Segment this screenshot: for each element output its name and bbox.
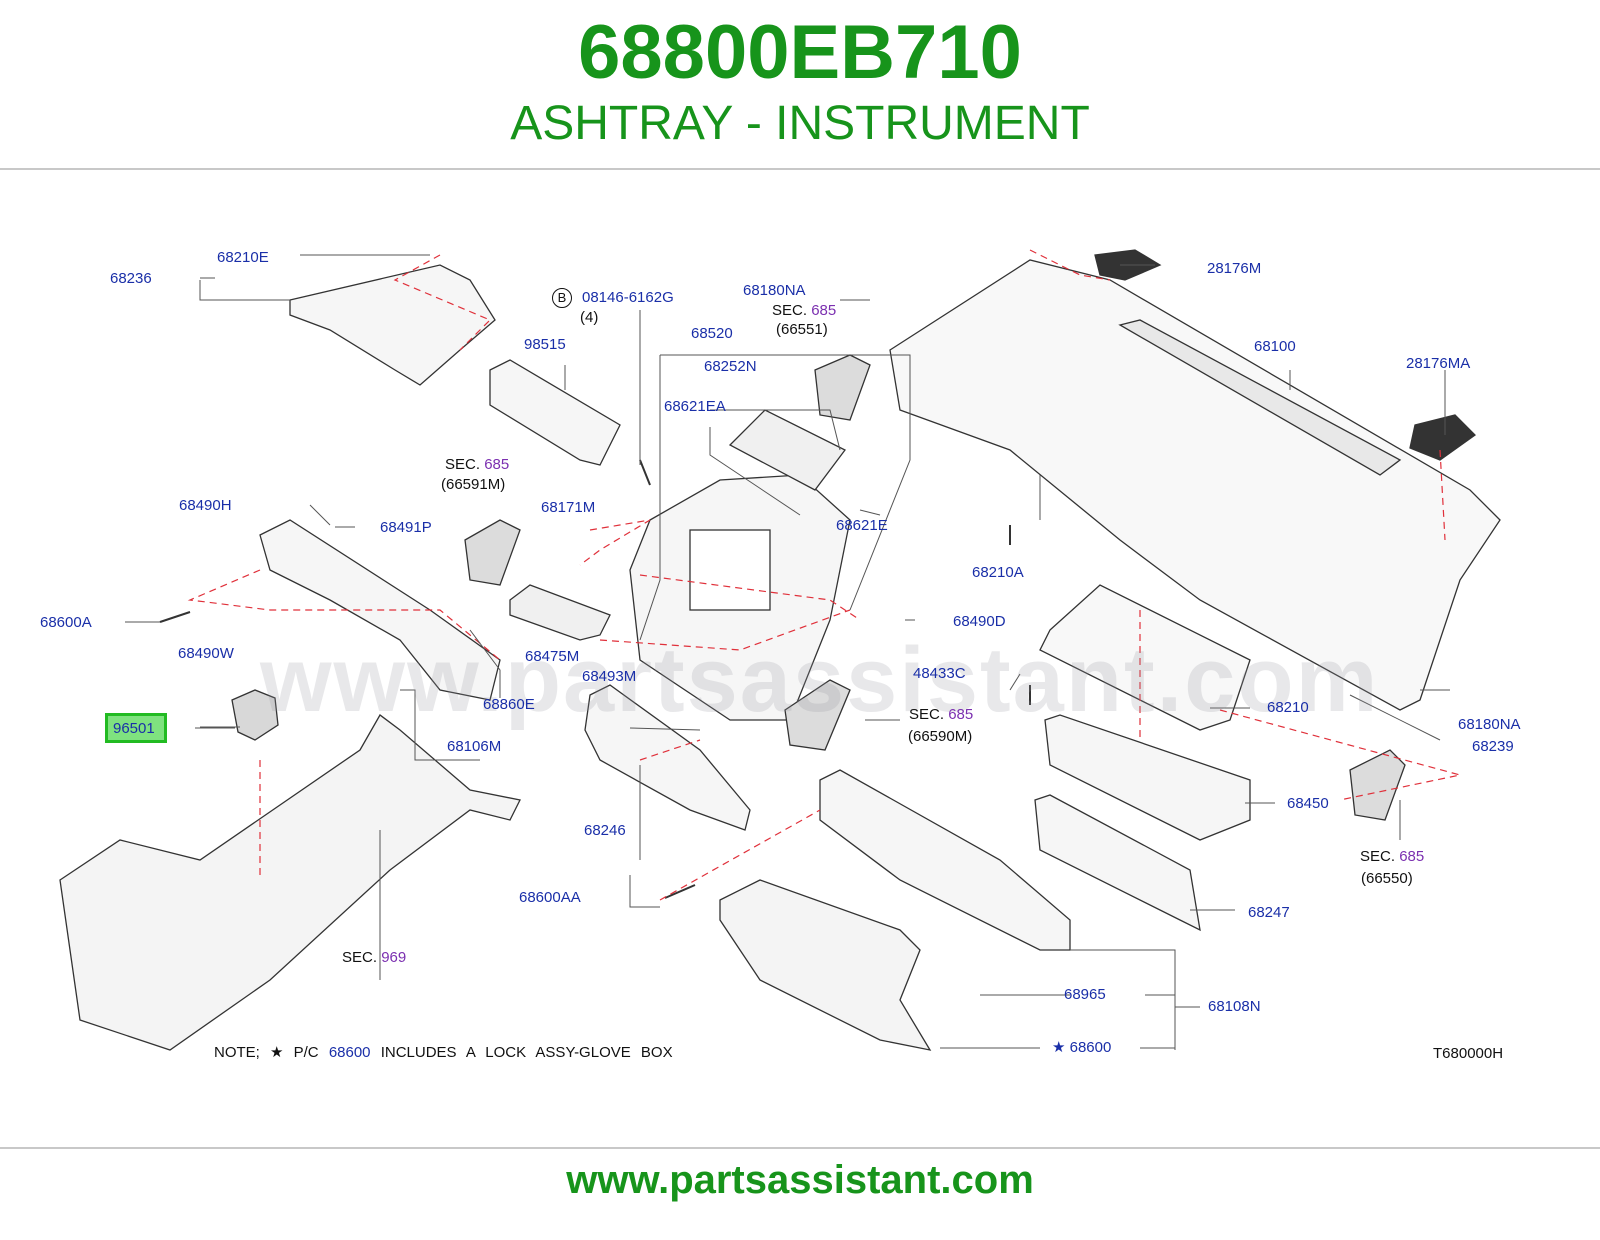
center-screen [689, 529, 771, 611]
sec-word: SEC. [1360, 848, 1396, 865]
sec-num-66550[interactable]: 685 [1399, 848, 1425, 865]
ashtray-96501-shape [231, 689, 279, 741]
label-68210E[interactable]: 68210E [217, 249, 269, 266]
sec-code-66591M: (66591M) [441, 476, 506, 493]
footer-divider [0, 1147, 1600, 1149]
label-68490D[interactable]: 68490D [953, 613, 1006, 630]
sec-66550: SEC. 685 [1360, 848, 1424, 866]
label-68600AA[interactable]: 68600AA [519, 889, 581, 906]
label-68621EA[interactable]: 68621EA [664, 398, 726, 415]
note-star-pc: ★ P/C [270, 1044, 319, 1061]
lower-center-trim-shape [584, 684, 751, 831]
sec-66551: SEC. 685 [772, 302, 836, 320]
footnote: NOTE; ★ P/C 68600 INCLUDES A LOCK ASSY-G… [214, 1043, 673, 1061]
label-68239[interactable]: 68239 [1472, 738, 1514, 755]
sec-word: SEC. [342, 949, 378, 966]
red-leader-lines [187, 249, 1461, 901]
upper-cover-shape [289, 264, 496, 386]
vent-66590M [784, 679, 851, 751]
label-68247[interactable]: 68247 [1248, 904, 1290, 921]
lower-right-panel-shape [1039, 584, 1251, 731]
label-68491P[interactable]: 68491P [380, 519, 432, 536]
parts-diagram: www.partsassistant.com 68210E 68236 B 08… [0, 220, 1600, 1100]
note-prefix: NOTE; [214, 1044, 260, 1061]
diagram-code: T680000H [1433, 1045, 1504, 1062]
label-68252N[interactable]: 68252N [704, 358, 757, 375]
label-star-68600[interactable]: ★ 68600 [1052, 1039, 1112, 1056]
sec-num-66591M[interactable]: 685 [484, 456, 510, 473]
label-28176M[interactable]: 28176M [1207, 260, 1262, 277]
vent-66591M [464, 519, 521, 586]
diagram-drawing [59, 249, 1501, 1051]
note-part[interactable]: 68600 [328, 1044, 371, 1061]
label-68108N[interactable]: 68108N [1208, 998, 1261, 1015]
label-68180NA-top[interactable]: 68180NA [743, 282, 806, 299]
header: 68800EB710 ASHTRAY - INSTRUMENT [0, 0, 1600, 168]
sec-code-66550: (66550) [1361, 870, 1413, 887]
label-68520[interactable]: 68520 [691, 325, 733, 342]
glovebox-frame-shape [1044, 714, 1251, 841]
label-48433C[interactable]: 48433C [913, 665, 966, 682]
cap-28176MA [1409, 414, 1477, 461]
label-68246[interactable]: 68246 [584, 822, 626, 839]
header-divider [0, 168, 1600, 170]
label-68860E[interactable]: 68860E [483, 696, 535, 713]
label-08146-6162G[interactable]: 08146-6162G [582, 289, 674, 306]
label-68490W[interactable]: 68490W [178, 645, 234, 662]
vent-66551 [814, 354, 871, 421]
module-98515-shape [489, 359, 621, 466]
label-68493M[interactable]: 68493M [582, 668, 637, 685]
label-68180NA-right[interactable]: 68180NA [1458, 716, 1521, 733]
label-68600A[interactable]: 68600A [40, 614, 92, 631]
part-number-title: 68800EB710 [578, 10, 1022, 95]
glovebox-lid-shape [719, 879, 932, 1051]
label-68475M[interactable]: 68475M [525, 648, 580, 665]
label-68490H[interactable]: 68490H [179, 497, 232, 514]
label-68106M[interactable]: 68106M [447, 738, 502, 755]
label-68100[interactable]: 68100 [1254, 338, 1296, 355]
sec-word: SEC. [909, 706, 945, 723]
vent-66550 [1349, 749, 1406, 821]
label-68210A[interactable]: 68210A [972, 564, 1024, 581]
label-68965[interactable]: 68965 [1064, 986, 1106, 1003]
tray-68475M [509, 584, 611, 641]
label-68236[interactable]: 68236 [110, 270, 152, 287]
sec-969: SEC. 969 [342, 949, 406, 967]
sec-num-66590M[interactable]: 685 [948, 706, 974, 723]
sec-66591M: SEC. 685 [445, 456, 509, 474]
sec-num-66551[interactable]: 685 [811, 302, 837, 319]
sec-word: SEC. [445, 456, 481, 473]
screw-68600A [159, 611, 191, 623]
glovebox-lid-inner-shape [1034, 794, 1201, 932]
sec-66590M: SEC. 685 [909, 706, 973, 724]
bolt-quantity: (4) [580, 309, 599, 326]
label-leader-lines [125, 254, 1450, 1050]
highlighted-part-label: 96501 [113, 720, 155, 737]
center-console-shape [59, 714, 521, 1051]
watermark: www.partsassistant.com [260, 629, 1380, 731]
label-68621E[interactable]: 68621E [836, 517, 888, 534]
bolt-b-badge: B [552, 288, 572, 308]
label-68210[interactable]: 68210 [1267, 699, 1309, 716]
note-text: INCLUDES A LOCK ASSY-GLOVE BOX [380, 1044, 673, 1061]
highlighted-part-96501[interactable]: 96501 [105, 713, 167, 743]
footer-url[interactable]: www.partsassistant.com [566, 1158, 1034, 1202]
part-name-subtitle: ASHTRAY - INSTRUMENT [510, 97, 1090, 150]
sec-code-66551: (66551) [776, 321, 828, 338]
screw-bolt-B [639, 459, 651, 486]
sec-code-66590M: (66590M) [908, 728, 973, 745]
pocket-shape [728, 409, 846, 491]
label-68171M[interactable]: 68171M [541, 499, 596, 516]
panel-vent-strip [1118, 319, 1402, 476]
label-68450[interactable]: 68450 [1287, 795, 1329, 812]
sec-word: SEC. [772, 302, 808, 319]
label-28176MA[interactable]: 28176MA [1406, 355, 1471, 372]
sec-num-969[interactable]: 969 [381, 949, 407, 966]
screw-68600AA [664, 884, 696, 899]
label-98515[interactable]: 98515 [524, 336, 566, 353]
